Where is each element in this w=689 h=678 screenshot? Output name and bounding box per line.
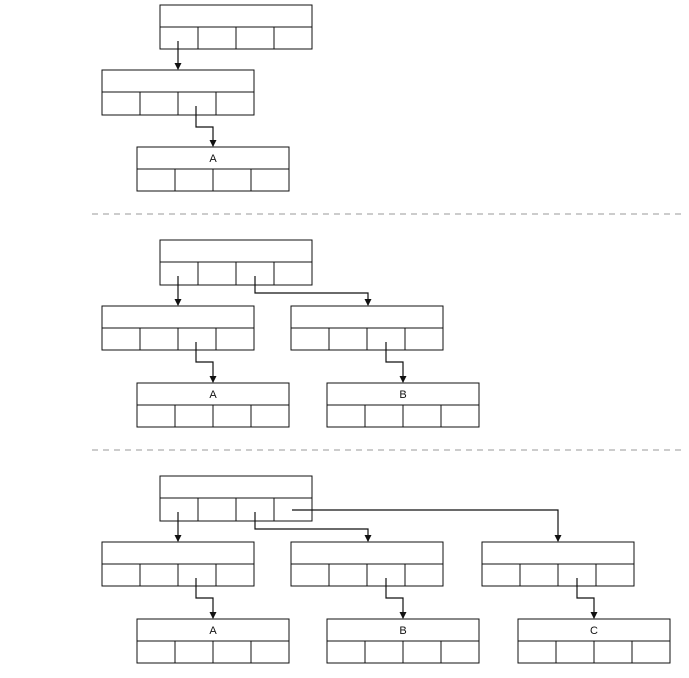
leaf-label-b: B bbox=[399, 389, 406, 401]
inner-node bbox=[290, 541, 444, 587]
pointer-arrow bbox=[385, 342, 407, 383]
pointer-arrow bbox=[254, 276, 372, 306]
pointer-arrow bbox=[576, 578, 598, 619]
leaf-label-a: A bbox=[209, 153, 217, 165]
inner-node bbox=[101, 69, 255, 116]
inner-node bbox=[101, 305, 255, 351]
leaf-label-a: A bbox=[209, 389, 217, 401]
leaf-label-a: A bbox=[209, 625, 217, 637]
pointer-arrow bbox=[292, 509, 562, 542]
leaf-node-c: C bbox=[517, 618, 671, 664]
inner-node bbox=[101, 541, 255, 587]
panel-3: A B C bbox=[101, 475, 671, 664]
root-node bbox=[159, 475, 313, 522]
root-node bbox=[159, 239, 313, 286]
root-node bbox=[159, 4, 313, 50]
pointer-arrow bbox=[195, 578, 217, 619]
inner-node bbox=[290, 305, 444, 351]
leaf-node-a: A bbox=[136, 146, 290, 192]
pointer-arrow bbox=[195, 106, 217, 147]
leaf-node-b: B bbox=[326, 382, 480, 428]
leaf-node-a: A bbox=[136, 618, 290, 664]
leaf-label-c: C bbox=[590, 625, 598, 637]
inner-node bbox=[481, 541, 635, 587]
pointer-arrow bbox=[195, 342, 217, 383]
pointer-arrow bbox=[385, 578, 407, 619]
leaf-node-b: B bbox=[326, 618, 480, 664]
panel-2: A B bbox=[101, 239, 480, 428]
leaf-node-a: A bbox=[136, 382, 290, 428]
leaf-label-b: B bbox=[399, 625, 406, 637]
panel-1: A bbox=[101, 4, 313, 192]
pointer-arrow bbox=[254, 512, 372, 542]
